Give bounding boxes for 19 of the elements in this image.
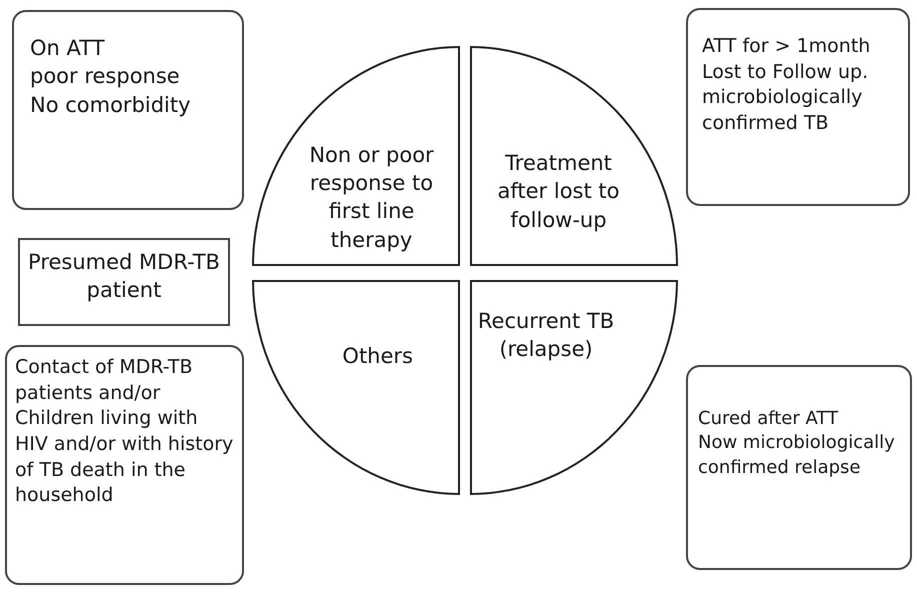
info-card [12, 10, 244, 210]
card-text: Presumed MDR-TB patient [27, 249, 221, 304]
card-text: No comorbidity [30, 92, 192, 119]
card-text: Lost to Follow up. [702, 60, 870, 85]
info-card [5, 345, 244, 585]
card-text: Contact of MDR-TB patients and/or Children living with HIV and/or with history of TB death in the household [15, 355, 234, 508]
quadrant-label: Recurrent TB (relapse) [476, 308, 616, 364]
quadrant-label: Treatment after lost to follow-up [496, 150, 620, 234]
card-text: On ATT [30, 35, 106, 62]
card-text: microbiologically confirmed TB [702, 85, 864, 136]
card-text: Now microbiologically confirmed relapse [698, 431, 896, 480]
label-box [18, 238, 230, 326]
info-card [686, 8, 910, 206]
quadrant-label: Non or poor response to first line therapy [308, 142, 435, 254]
quadrant-label: Others [342, 343, 413, 370]
card-text: poor response [30, 63, 181, 90]
card-text: ATT for > 1month [702, 34, 872, 59]
info-card [686, 365, 912, 570]
card-text: Cured after ATT [698, 407, 840, 431]
